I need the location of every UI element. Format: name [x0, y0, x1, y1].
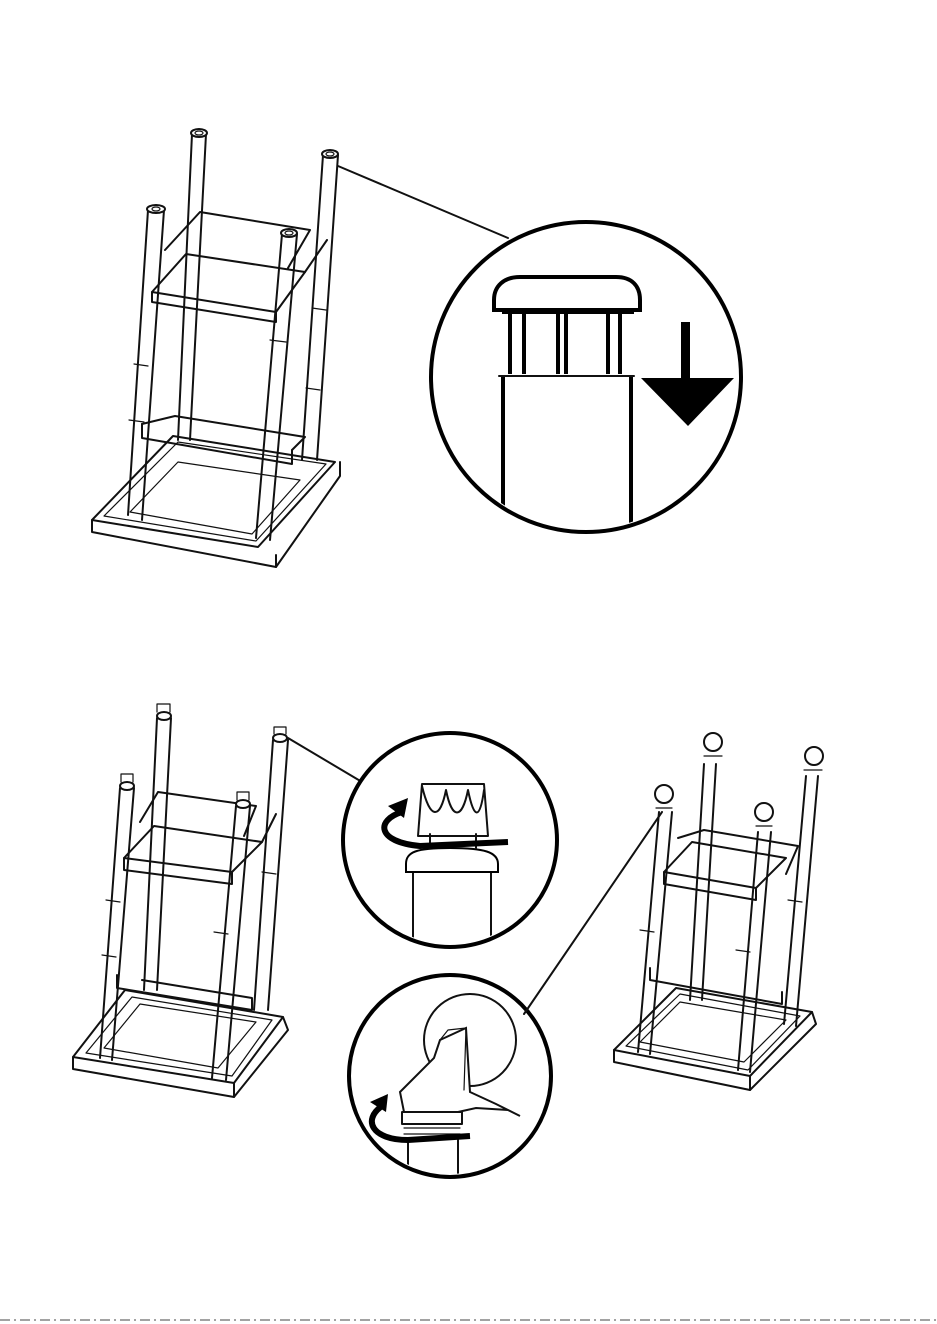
stool-upper-frame: [152, 212, 327, 322]
stool-leg-front-right: [212, 800, 250, 1080]
stool-upper-frame: [124, 792, 276, 884]
step-1-detail-callout: [431, 222, 741, 540]
stool-lower-rail: [650, 968, 782, 1004]
leg-sleeve-mark: [102, 872, 276, 957]
leg-sleeve-mark: [129, 364, 148, 422]
stool-seat-base: [73, 990, 288, 1097]
stool-leg-back-left: [690, 764, 716, 1000]
step-2-caster-detail: [349, 975, 551, 1190]
stool-leg-back-left: [178, 129, 207, 440]
step-2-stool-right: [614, 733, 823, 1090]
stool-leg-front-right: [256, 229, 297, 540]
screw-socket-icon: [121, 704, 286, 800]
stool-leg-back-left: [144, 712, 171, 990]
stool-upper-frame: [664, 830, 798, 900]
detail-circle: [343, 733, 557, 947]
leg-sleeve-mark: [640, 900, 802, 952]
step-1-callout-line: [338, 166, 508, 238]
step-2-socket-detail: [343, 733, 557, 950]
step-2-callout-line: [288, 738, 362, 782]
step-2-stool-left: [73, 704, 288, 1097]
caster-wheel-icon: [655, 733, 823, 826]
stool-leg-front-right: [738, 832, 771, 1072]
stool-leg-back-right: [302, 150, 338, 460]
step-1-stool: [92, 129, 340, 567]
stool-leg-back-right: [784, 776, 818, 1026]
stool-leg-back-right: [254, 734, 288, 1010]
